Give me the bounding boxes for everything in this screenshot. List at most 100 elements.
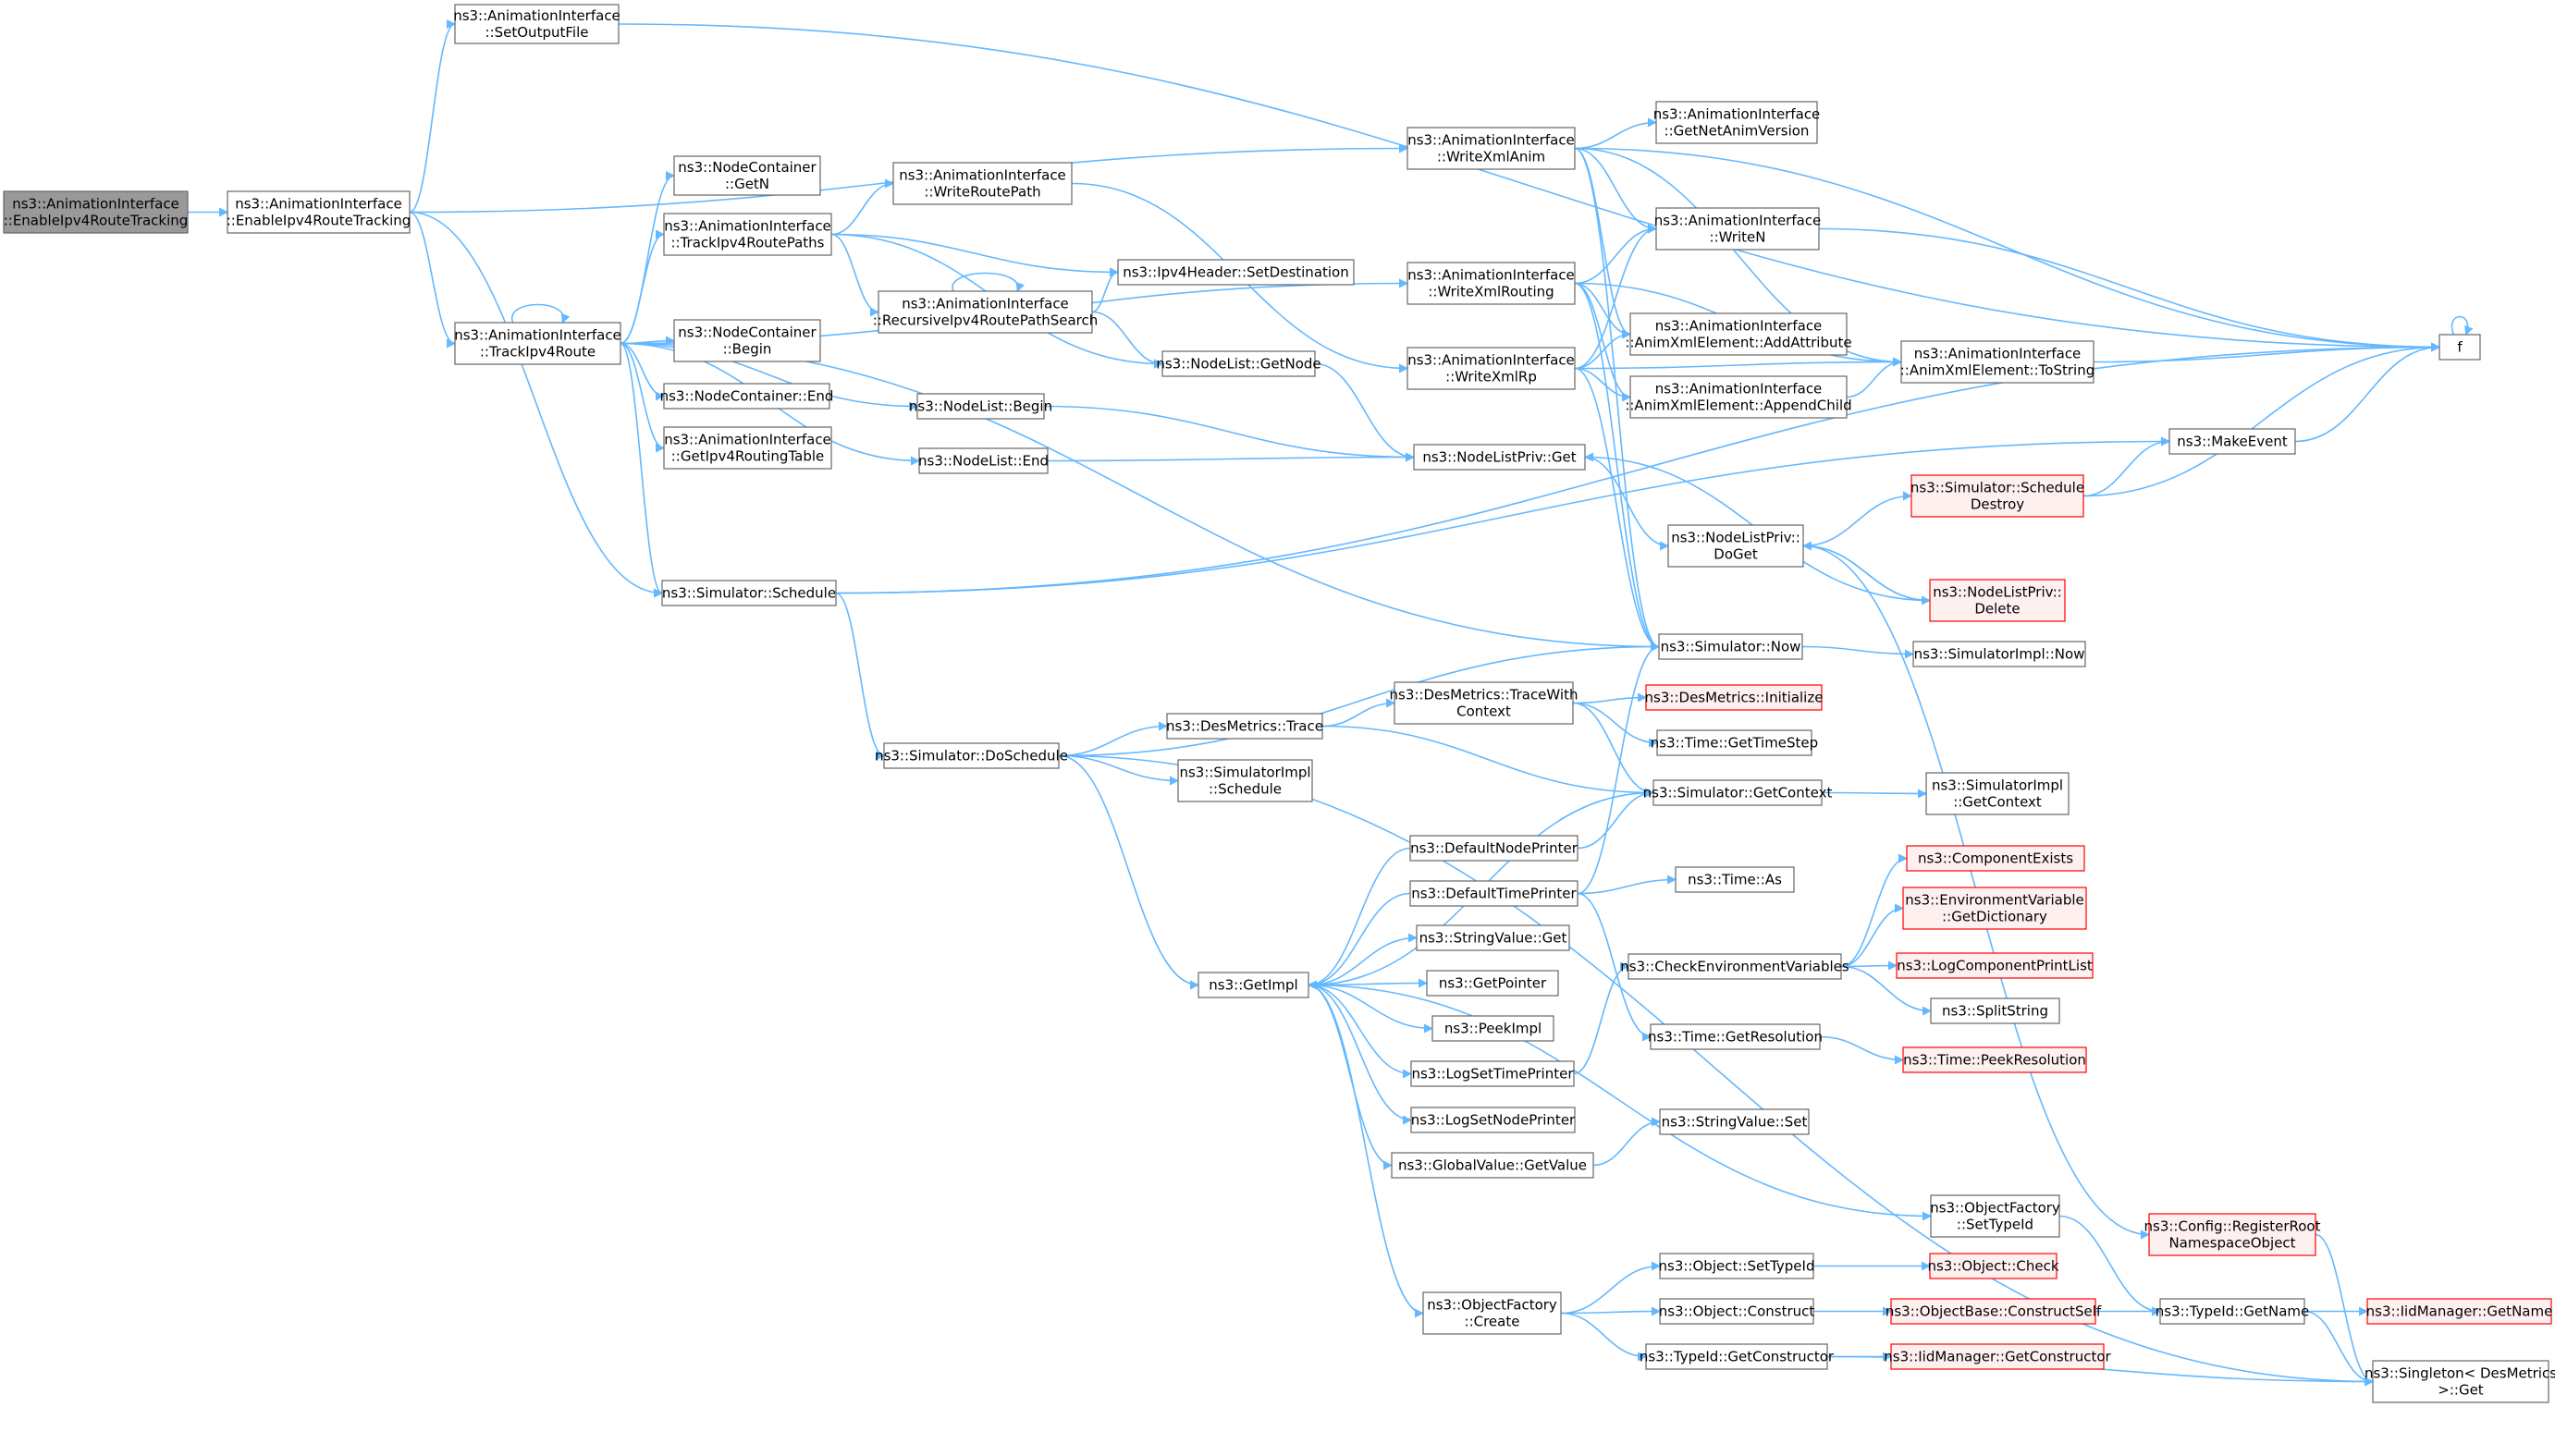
node-n52[interactable]: ns3::Time::GetResolution xyxy=(1648,1023,1823,1050)
node-n55[interactable]: ns3::LogComponentPrintList xyxy=(1896,952,2094,979)
node-label: ns3::NodeContainer::End xyxy=(660,388,834,405)
node-n66[interactable]: ns3::IidManager::GetName xyxy=(2366,1298,2553,1325)
node-n65[interactable]: ns3::TypeId::GetName xyxy=(2156,1298,2309,1325)
node-label: ns3::AnimationInterface xyxy=(1655,318,1823,335)
node-n48[interactable]: ns3::GlobalValue::GetValue xyxy=(1391,1152,1594,1179)
node-n12[interactable]: ns3::Ipv4Header::SetDestination xyxy=(1117,259,1355,286)
node-box xyxy=(1658,633,1803,660)
node-n67[interactable]: ns3::TypeId::GetConstructor xyxy=(1640,1343,1835,1370)
node-label: ns3::AnimationInterface xyxy=(1655,381,1823,398)
node-n59[interactable]: ns3::ObjectFactory::SetTypeId xyxy=(1930,1194,2060,1238)
node-label: ns3::AnimationInterface xyxy=(1407,132,1575,149)
node-n20[interactable]: ns3::AnimationInterface::WriteN xyxy=(1654,207,1822,251)
node-box xyxy=(1890,1343,2105,1370)
node-n13[interactable]: ns3::NodeList::GetNode xyxy=(1156,350,1321,377)
node-n3[interactable]: ns3::AnimationInterface::TrackIpv4Route xyxy=(454,322,621,365)
node-n58[interactable]: ns3::StringValue::Set xyxy=(1659,1108,1810,1135)
node-n33[interactable]: ns3::DesMetrics::Trace xyxy=(1166,713,1323,740)
node-n17[interactable]: ns3::AnimationInterface::WriteXmlRouting xyxy=(1406,262,1576,305)
node-n14[interactable]: ns3::NodeList::Begin xyxy=(909,393,1052,420)
node-n38[interactable]: ns3::Simulator::GetContext xyxy=(1643,779,1833,806)
node-n8[interactable]: ns3::NodeContainer::End xyxy=(660,383,834,410)
node-n31[interactable]: ns3::SimulatorImpl::Now xyxy=(1912,641,2086,667)
edge-n33-to-n35 xyxy=(1321,698,1395,728)
node-n25[interactable]: ns3::NodeListPriv::Get xyxy=(1413,444,1586,471)
edge-n2-to-n24 xyxy=(618,23,2440,352)
node-n1[interactable]: ns3::AnimationInterface::EnableIpv4Route… xyxy=(227,190,412,234)
node-n34[interactable]: ns3::SimulatorImpl::Schedule xyxy=(1177,759,1313,802)
node-n2[interactable]: ns3::AnimationInterface::SetOutputFile xyxy=(453,4,620,44)
node-n4[interactable]: ns3::Simulator::Schedule xyxy=(661,580,837,606)
node-n44[interactable]: ns3::GetPointer xyxy=(1426,970,1559,997)
node-n47[interactable]: ns3::LogSetNodePrinter xyxy=(1410,1107,1576,1133)
node-n57[interactable]: ns3::Time::PeekResolution xyxy=(1902,1046,2087,1073)
node-n62[interactable]: ns3::Object::Check xyxy=(1927,1253,2059,1279)
node-n39[interactable]: ns3::SimulatorImpl::GetContext xyxy=(1925,772,2070,815)
node-n0[interactable]: ns3::AnimationInterface::EnableIpv4Route… xyxy=(3,190,189,234)
node-n16[interactable]: ns3::AnimationInterface::WriteXmlAnim xyxy=(1406,127,1576,170)
node-label: ::TrackIpv4RoutePaths xyxy=(670,235,824,251)
node-label: ns3::Time::GetTimeStep xyxy=(1651,735,1818,752)
node-box xyxy=(1656,729,1812,756)
node-n63[interactable]: ns3::Object::Construct xyxy=(1659,1298,1815,1325)
edge-n60-to-n69 xyxy=(2315,1233,2374,1387)
node-label: ns3::Time::As xyxy=(1688,872,1782,888)
node-label: ns3::ComponentExists xyxy=(1918,850,2073,867)
node-n26[interactable]: ns3::MakeEvent xyxy=(2168,428,2296,455)
node-label: ::SetOutputFile xyxy=(485,24,589,41)
node-n49[interactable]: ns3::ObjectFactory::Create xyxy=(1422,1291,1562,1335)
node-n42[interactable]: ns3::DefaultTimePrinter xyxy=(1409,880,1578,907)
node-n68[interactable]: ns3::IidManager::GetConstructor xyxy=(1884,1343,2112,1370)
edge-n27-to-n26 xyxy=(2082,436,2170,497)
node-label: ::RecursiveIpv4RoutePathSearch xyxy=(873,312,1099,329)
edge-n11-to-n11 xyxy=(952,272,1026,292)
node-n51[interactable]: ns3::CheckEnvironmentVariables xyxy=(1620,953,1849,980)
node-n18[interactable]: ns3::AnimationInterface::WriteXmlRp xyxy=(1406,347,1576,390)
edge-n16-to-n19 xyxy=(1574,117,1657,150)
node-label: ns3::ObjectBase::ConstructSelf xyxy=(1886,1303,2102,1320)
edge-n11-to-n13 xyxy=(1091,311,1163,369)
node-n40[interactable]: ns3::GetImpl xyxy=(1198,972,1309,998)
node-n69[interactable]: ns3::Singleton< DesMetrics >::Get xyxy=(2365,1360,2555,1403)
node-n21[interactable]: ns3::AnimationInterface::AnimXmlElement:… xyxy=(1625,312,1852,356)
node-label: ns3::NodeListPriv:: xyxy=(1671,530,1800,546)
node-n15[interactable]: ns3::NodeList::End xyxy=(918,447,1049,474)
node-n9[interactable]: ns3::AnimationInterface::GetIpv4RoutingT… xyxy=(663,426,832,470)
node-n64[interactable]: ns3::ObjectBase::ConstructSelf xyxy=(1886,1298,2102,1325)
node-n30[interactable]: ns3::Simulator::Now xyxy=(1658,633,1803,660)
node-n7[interactable]: ns3::NodeContainer::Begin xyxy=(673,319,821,362)
node-label: ::WriteN xyxy=(1710,229,1766,246)
node-n23[interactable]: ns3::AnimationInterface::AnimXmlElement:… xyxy=(1900,340,2094,384)
node-box xyxy=(1410,1060,1575,1087)
node-n5[interactable]: ns3::NodeContainer::GetN xyxy=(673,155,821,196)
node-n37[interactable]: ns3::Time::GetTimeStep xyxy=(1651,729,1818,756)
node-n56[interactable]: ns3::SplitString xyxy=(1930,997,2060,1024)
node-n10[interactable]: ns3::AnimationInterface::WriteRoutePath xyxy=(892,162,1073,205)
node-n41[interactable]: ns3::DefaultNodePrinter xyxy=(1409,835,1578,862)
node-n53[interactable]: ns3::ComponentExists xyxy=(1906,845,2085,872)
node-n11[interactable]: ns3::AnimationInterface::RecursiveIpv4Ro… xyxy=(873,290,1099,334)
node-n43[interactable]: ns3::StringValue::Get xyxy=(1416,924,1570,951)
node-n45[interactable]: ns3::PeekImpl xyxy=(1431,1015,1554,1042)
node-n32[interactable]: ns3::Simulator::DoSchedule xyxy=(875,742,1068,769)
node-n54[interactable]: ns3::EnvironmentVariable::GetDictionary xyxy=(1902,887,2087,930)
edge-n35-to-n36 xyxy=(1572,692,1647,704)
node-n28[interactable]: ns3::NodeListPriv::DoGet xyxy=(1667,524,1804,568)
node-box xyxy=(1177,759,1313,802)
node-n46[interactable]: ns3::LogSetTimePrinter xyxy=(1410,1060,1575,1087)
node-n50[interactable]: ns3::Time::As xyxy=(1675,866,1795,893)
node-n61[interactable]: ns3::Object::SetTypeId xyxy=(1659,1253,1815,1279)
node-label: ns3::AnimationInterface xyxy=(664,218,831,235)
node-n36[interactable]: ns3::DesMetrics::Initialize xyxy=(1645,684,1824,711)
node-n24[interactable]: f xyxy=(2438,334,2481,361)
node-n22[interactable]: ns3::AnimationInterface::AnimXmlElement:… xyxy=(1625,375,1852,419)
node-n19[interactable]: ns3::AnimationInterface::GetNetAnimVersi… xyxy=(1653,101,1821,144)
node-n29[interactable]: ns3::NodeListPriv::Delete xyxy=(1929,579,2066,622)
node-label: ns3::NodeListPriv::Get xyxy=(1422,449,1576,466)
node-n6[interactable]: ns3::AnimationInterface::TrackIpv4RouteP… xyxy=(663,213,832,256)
node-label: ns3::GetImpl xyxy=(1209,977,1297,994)
